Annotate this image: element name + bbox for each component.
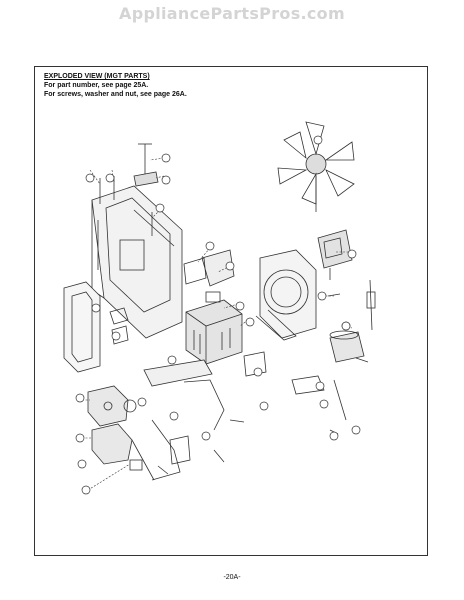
diagram-title: EXPLODED VIEW (MGT PARTS) bbox=[44, 73, 150, 80]
air-duct bbox=[255, 249, 317, 341]
chassis-plate bbox=[91, 185, 183, 339]
magnetron bbox=[185, 291, 243, 365]
switch-assembly-upper bbox=[87, 385, 137, 427]
hv-capacitor bbox=[329, 330, 369, 363]
rod-assembly bbox=[133, 143, 159, 187]
exploded-view-diagram bbox=[63, 121, 376, 495]
fan-blade bbox=[277, 121, 355, 212]
switch-assembly-lower bbox=[91, 419, 181, 481]
page-frame bbox=[34, 66, 428, 556]
part-number-note: For part number, see page 25A. bbox=[44, 82, 149, 89]
diagram-header: EXPLODED VIEW (MGT PARTS) For part numbe… bbox=[44, 72, 187, 99]
transformer bbox=[317, 229, 353, 280]
screws-note: For screws, washer and nut, see page 26A… bbox=[44, 91, 187, 98]
watermark: AppliancePartsPros.com bbox=[119, 4, 345, 23]
door-frame bbox=[63, 281, 101, 373]
fan-motor bbox=[183, 249, 235, 287]
page-number: -20A- bbox=[223, 574, 241, 581]
